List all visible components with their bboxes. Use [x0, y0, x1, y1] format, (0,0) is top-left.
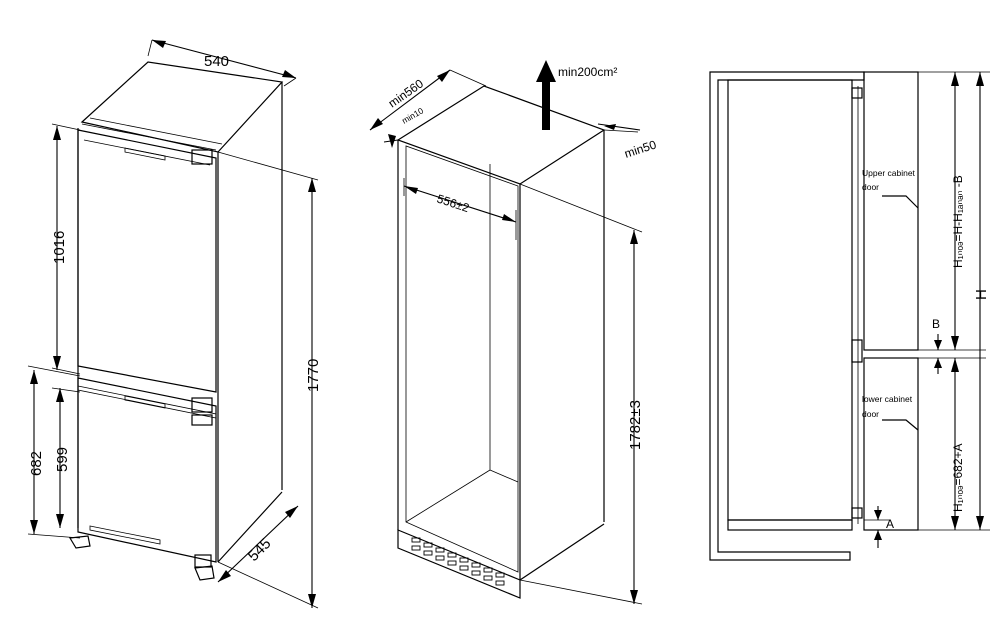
width-value: 540 [204, 53, 229, 70]
lower-door-label-1: lower cabinet [862, 394, 913, 404]
gap-b-label: B [932, 317, 940, 331]
lower-formula: H₁ₙₒₔ=682+A [951, 443, 965, 512]
depth-value: 545 [245, 535, 275, 565]
vent-label: min200cm² [558, 65, 617, 79]
niche-gap-value: min10 [400, 105, 425, 125]
niche-depth-value: min560 [386, 76, 427, 110]
upper-formula: H₁ₙₒₔ=H-H₁ₐₙₐₙ -B [951, 175, 965, 268]
niche-height-value: 1782±3 [627, 400, 644, 450]
lower-overall-value: 682 [28, 451, 45, 476]
lower-door-value: 599 [54, 447, 71, 472]
niche-width-value: 556±2 [435, 192, 471, 216]
vent-grille [411, 537, 505, 586]
niche-drawing: min200cm² min560 min10 min50 556±2 1782±… [369, 60, 659, 605]
rear-gap-value: min50 [623, 137, 659, 161]
section-drawing: Upper cabinet door lower cabinet door H₁… [709, 71, 990, 561]
appliance-drawing: 540 1770 545 1016 682 599 [27, 39, 322, 609]
gap-a-label: A [886, 517, 894, 531]
total-height-label: H [973, 289, 990, 300]
height-value: 1770 [305, 359, 322, 392]
upper-door-label-1: Upper cabinet [862, 168, 916, 178]
upper-door-label-2: door [862, 182, 879, 192]
lower-door-label-2: door [862, 409, 879, 419]
upper-door-value: 1016 [51, 231, 68, 264]
